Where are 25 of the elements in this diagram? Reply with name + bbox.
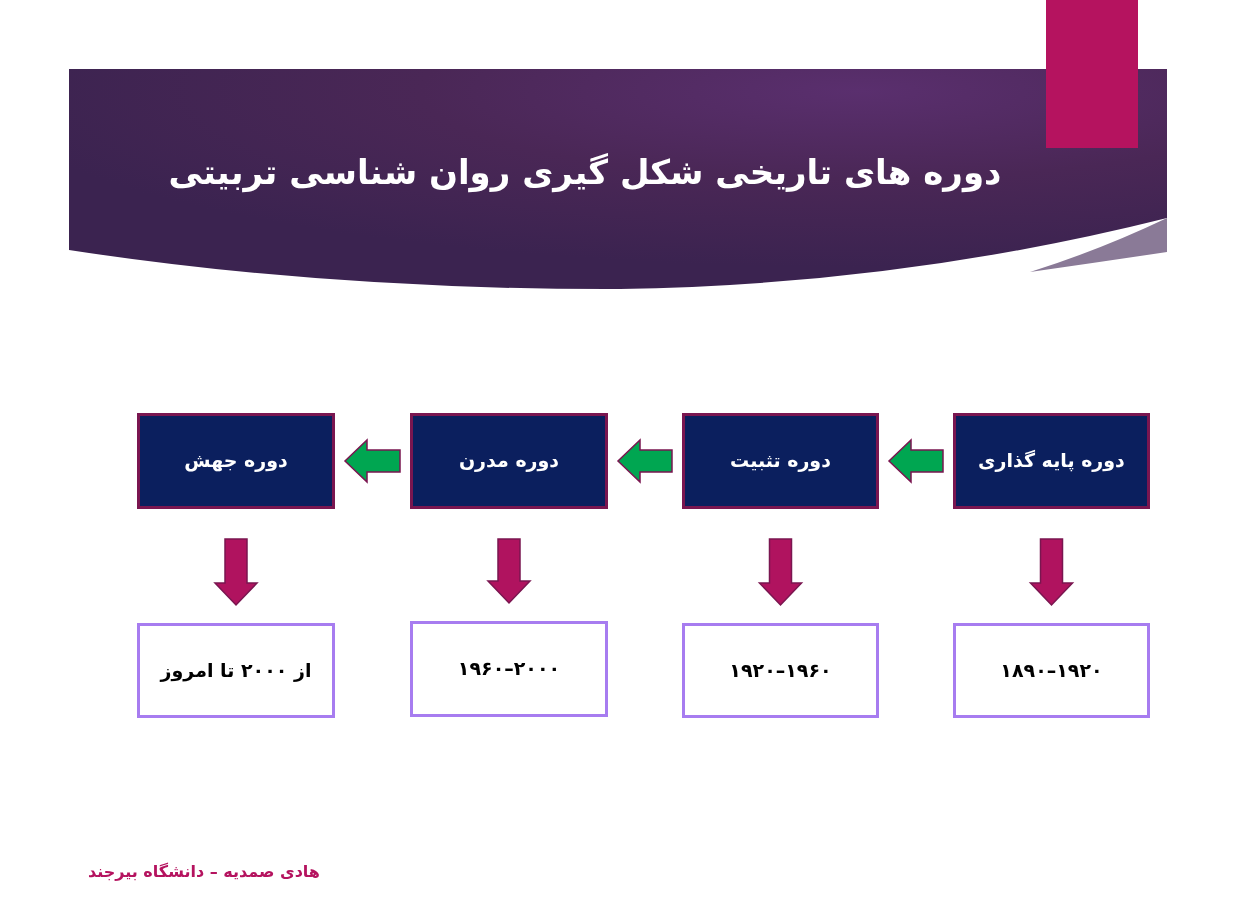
block-arrow	[616, 438, 673, 484]
period-box	[410, 413, 608, 509]
block-arrow	[887, 438, 944, 484]
title: دوره های تاریخی شکل گیری روان شناسی تربیتی	[167, 151, 1003, 195]
node-label: دوره پایه گذاری	[977, 449, 1126, 473]
node-label: ۱۹۲۰–۱۹۶۰	[728, 658, 833, 683]
date-box	[410, 621, 608, 717]
period-box	[953, 413, 1150, 509]
block-arrow	[343, 438, 401, 484]
block-arrow	[757, 538, 804, 607]
block-arrow	[213, 538, 259, 607]
node-label: دوره تثبیت	[729, 449, 832, 473]
date-box	[137, 623, 335, 718]
node-label: ۱۹۶۰–۲۰۰۰	[456, 657, 562, 681]
block-arrow	[486, 538, 532, 605]
node-label: دوره مدرن	[457, 449, 561, 473]
period-box	[682, 413, 879, 509]
footer-note: هادی صمدیه – دانشگاه بیرجند	[88, 861, 320, 883]
node-label: دوره جهش	[183, 449, 289, 473]
date-box	[953, 623, 1150, 718]
node-label: ۱۸۹۰–۱۹۲۰	[999, 658, 1104, 683]
block-arrow	[1028, 538, 1075, 607]
date-box	[682, 623, 879, 718]
node-label: از ۲۰۰۰ تا امروز	[158, 658, 313, 683]
period-box	[137, 413, 335, 509]
